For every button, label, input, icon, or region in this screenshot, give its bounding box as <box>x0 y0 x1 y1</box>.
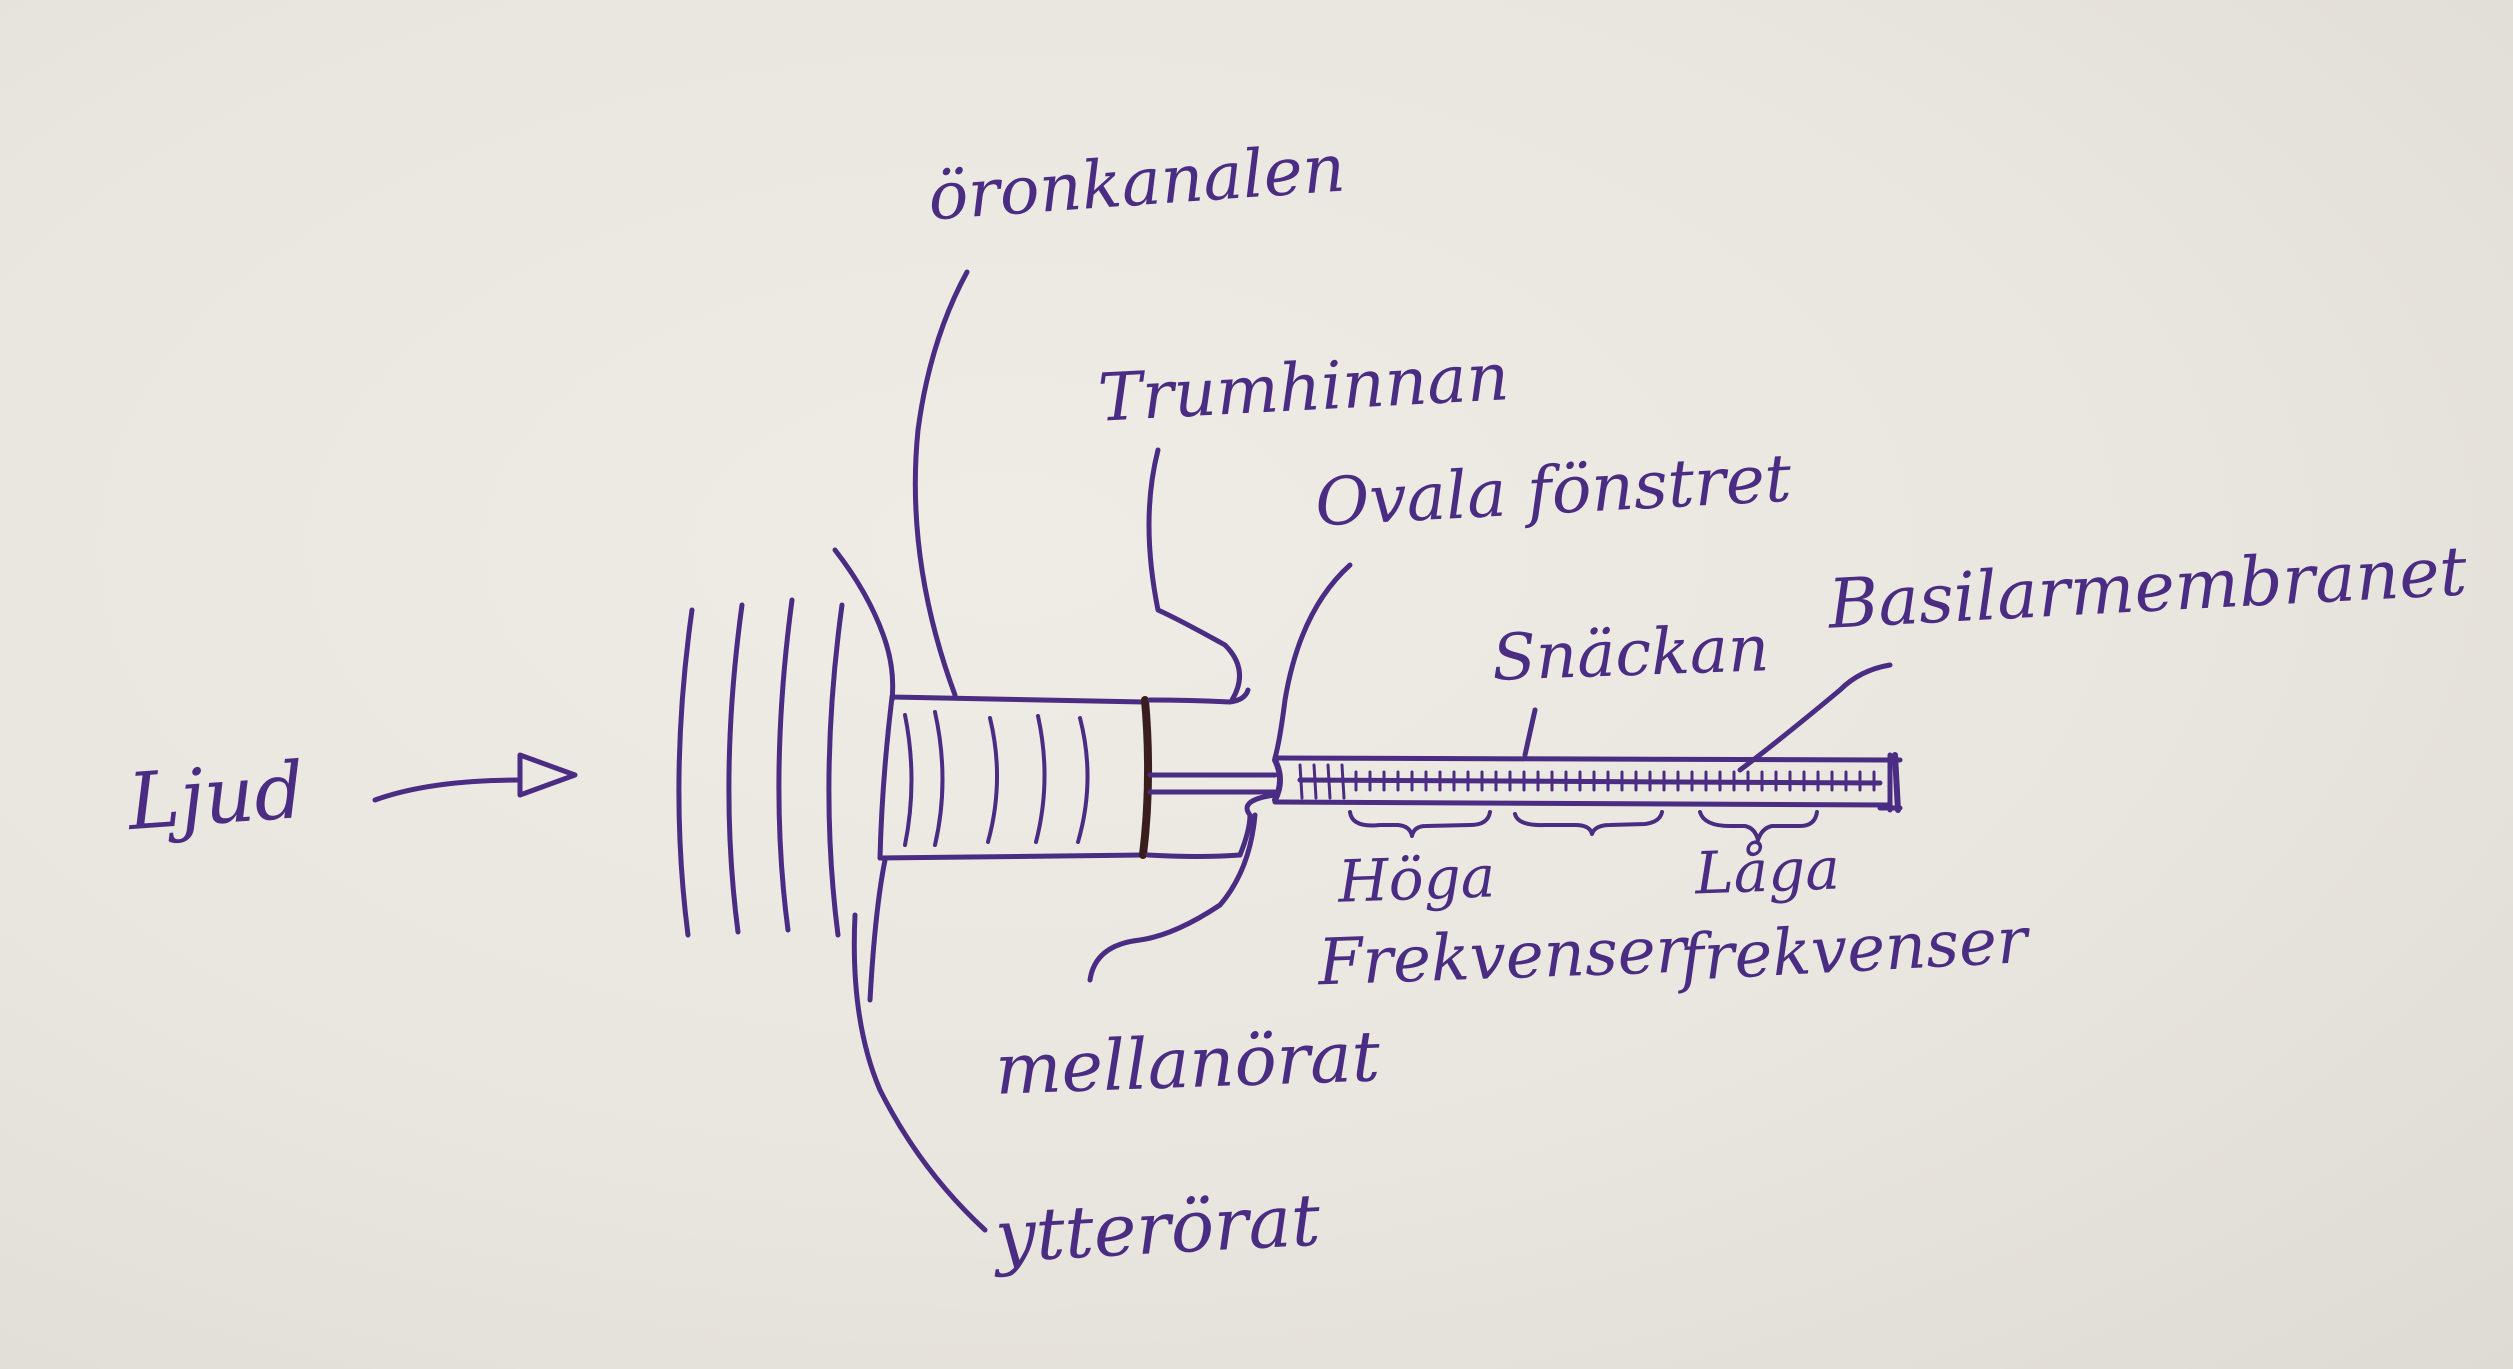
sound-arrow <box>372 752 578 803</box>
outer-ear-shape <box>832 547 896 1003</box>
hair-tick <box>1298 763 1304 800</box>
cochlea-apex <box>1892 752 1901 813</box>
oval-window-shape <box>1272 757 1283 803</box>
label-sound: Ljud <box>125 745 308 849</box>
ear-canal-shape <box>877 694 1148 861</box>
canal-waves <box>903 710 1090 847</box>
middle-ear-shape <box>1145 687 1278 859</box>
label-low-frequencies-1: Låga <box>1693 834 1841 908</box>
frequency-braces <box>1348 810 1819 842</box>
hair-tick <box>1326 763 1332 800</box>
sound-waves <box>676 597 845 938</box>
label-middle-ear: mellanörat <box>993 1015 1382 1111</box>
hair-tick <box>1312 763 1318 800</box>
label-leaders <box>851 269 1893 1233</box>
basilar-membrane-shape <box>1298 763 1876 800</box>
label-outer-ear: ytterörat <box>993 1177 1323 1279</box>
label-high-frequencies-2: Frekvenser <box>1316 913 1688 1001</box>
hair-tick <box>1340 763 1346 800</box>
label-high-frequencies-1: Höga <box>1336 842 1497 916</box>
label-cochlea: Snäckan <box>1490 612 1771 696</box>
eardrum-shape <box>1139 696 1153 859</box>
label-low-frequencies-2: frekvenser <box>1678 903 2030 997</box>
